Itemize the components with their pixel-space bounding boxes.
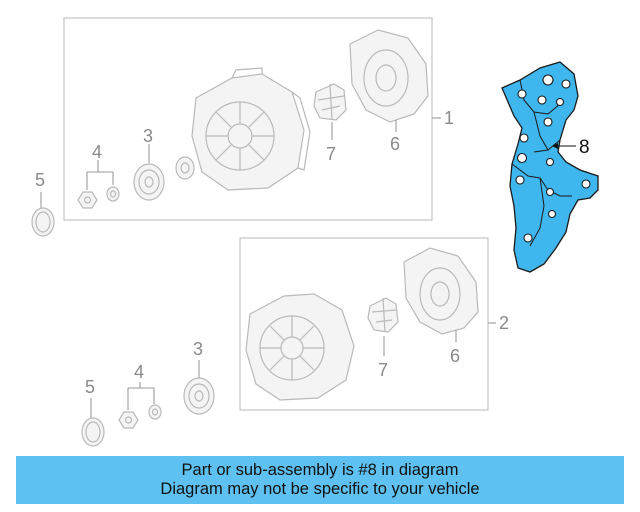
washer-icon — [148, 404, 162, 420]
alternator-icon — [245, 293, 355, 401]
mounting-bracket-icon[interactable] — [501, 61, 599, 273]
pulley-group-bottom: 3 — [183, 339, 215, 415]
callout-3: 3 — [193, 339, 203, 359]
banner-line-part: Part or sub-assembly is #8 in diagram — [181, 461, 459, 479]
callout-4: 4 — [92, 142, 102, 162]
callout-1: 1 — [444, 108, 454, 128]
rear-cover-icon — [403, 247, 479, 335]
rear-cover-icon — [349, 29, 429, 123]
alternator-icon — [191, 67, 311, 191]
callout-5: 5 — [35, 170, 45, 190]
assembly-group-top: 1 3 — [63, 17, 454, 221]
assembly-group-bottom: 2 7 6 — [239, 237, 509, 411]
washer-icon — [106, 186, 120, 202]
callout-6: 6 — [450, 346, 460, 366]
info-banner: Part or sub-assembly is #8 in diagram Di… — [16, 456, 624, 504]
pulley-icon — [133, 163, 165, 201]
regulator-icon — [367, 297, 399, 333]
pulley-icon — [183, 377, 215, 415]
regulator-icon — [313, 83, 347, 121]
nut-icon — [118, 411, 139, 429]
cap-icon — [81, 417, 105, 447]
nut-icon — [77, 191, 98, 209]
assembly-box-top — [63, 17, 433, 221]
callout-6: 6 — [390, 134, 400, 154]
callout-2: 2 — [499, 313, 509, 333]
cap-group-top: 5 — [31, 170, 55, 237]
callout-5: 5 — [85, 377, 95, 397]
callout-3: 3 — [143, 126, 153, 146]
cap-group-bottom: 5 — [81, 377, 105, 447]
cap-icon — [31, 207, 55, 237]
spacer-ring-icon — [175, 156, 195, 180]
callout-4: 4 — [134, 362, 144, 382]
callout-8: 8 — [579, 137, 590, 158]
callout-7: 7 — [378, 360, 388, 380]
parts-diagram: 1 3 — [31, 17, 599, 447]
banner-line-disclaimer: Diagram may not be specific to your vehi… — [160, 480, 480, 498]
nut-washer-group-bottom: 4 — [118, 362, 162, 429]
callout-7: 7 — [326, 144, 336, 164]
assembly-box-bottom — [239, 237, 489, 411]
